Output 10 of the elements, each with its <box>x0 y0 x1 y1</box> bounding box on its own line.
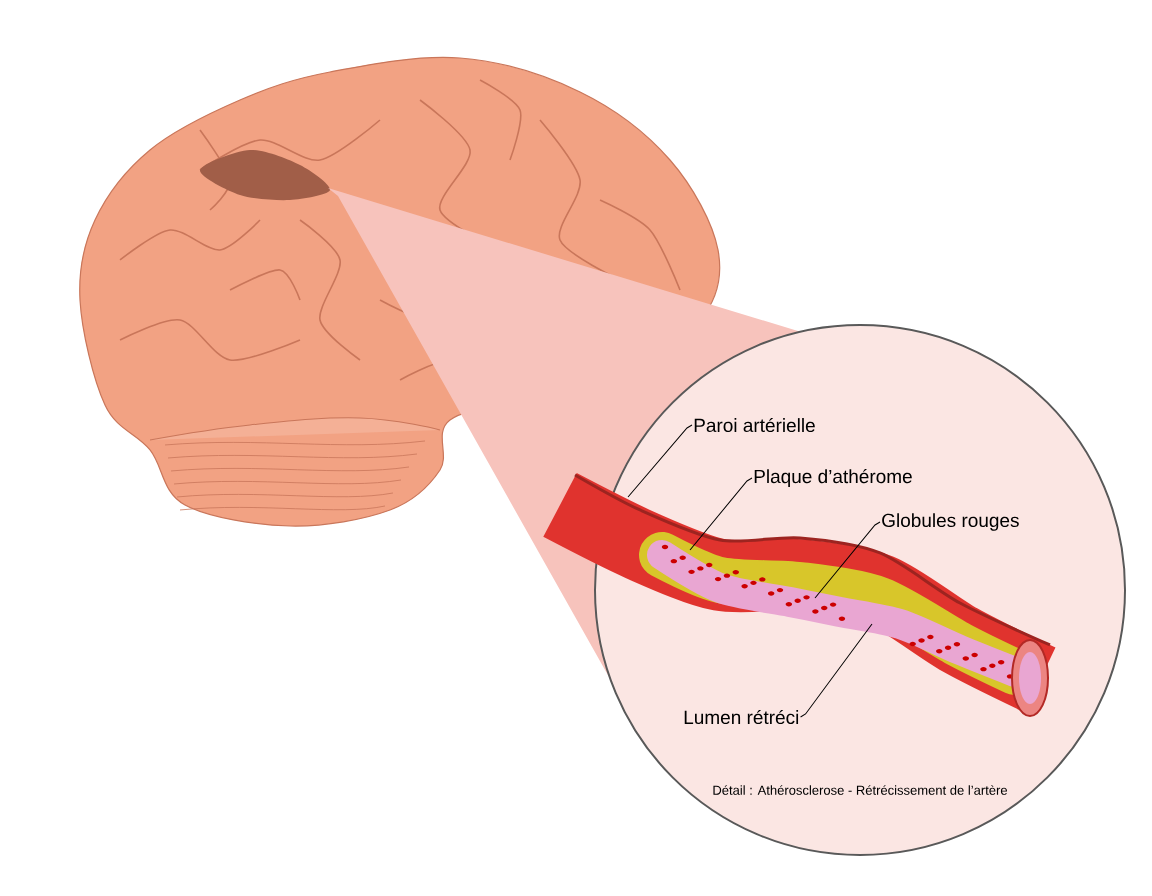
label-text: Globules rouges <box>882 513 1019 531</box>
leader-line <box>627 424 693 498</box>
label-text: Paroi artérielle <box>694 417 815 433</box>
label-text: Plaque d’athérome <box>754 469 912 487</box>
label-text: Lumen rétréci <box>684 709 799 725</box>
leader-line <box>814 521 881 599</box>
leader-line <box>689 477 753 551</box>
caption-text: Détail : Athérosclerose - Rétrécissement de l’artère <box>713 785 1007 795</box>
leader-line <box>800 623 873 718</box>
magnified-inset <box>594 324 1126 856</box>
